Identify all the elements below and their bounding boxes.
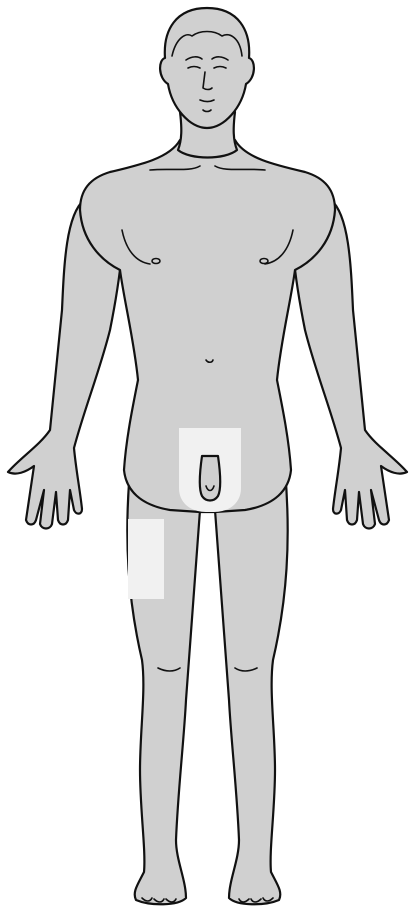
genitals [200,456,221,501]
head [160,8,254,128]
right-upper-thigh-highlight [128,519,164,599]
right-leg [215,470,288,904]
